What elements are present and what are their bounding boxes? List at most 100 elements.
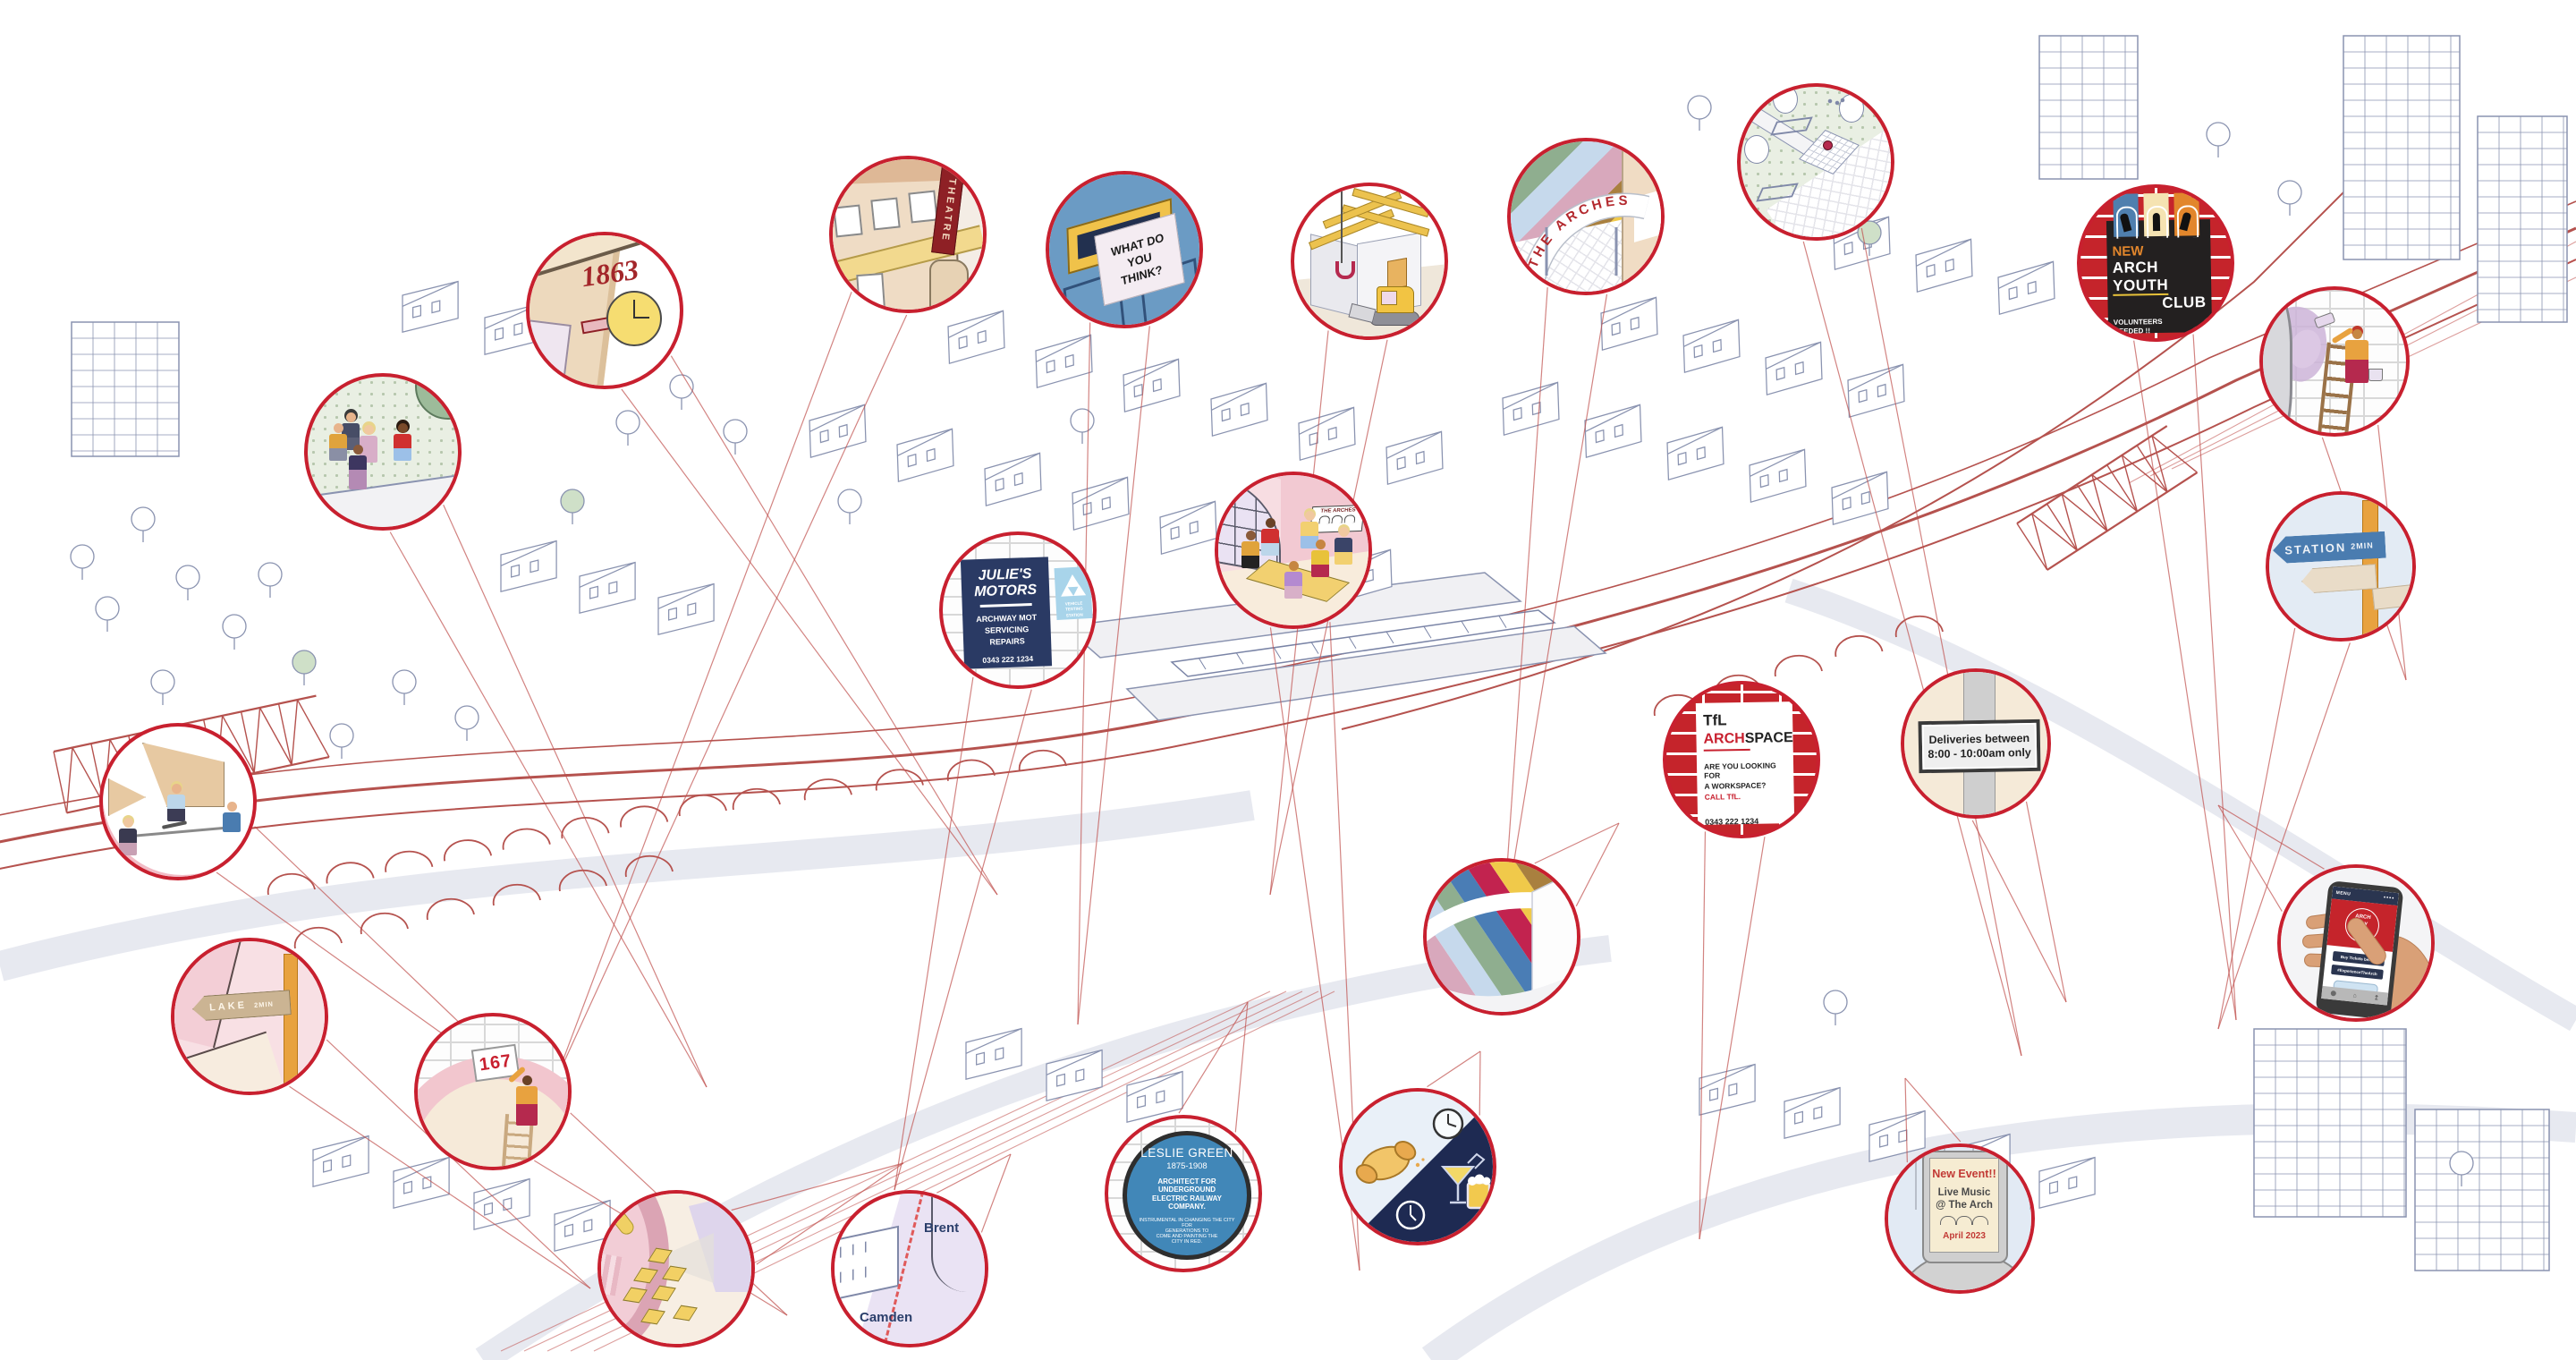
- callout-leslie-green: LESLIE GREEN 1875-1908 ARCHITECT FOR UND…: [1105, 1115, 1262, 1272]
- person: [394, 423, 411, 461]
- station-arrow-text: STATION: [2284, 540, 2347, 557]
- mot-triangle-icon: [1072, 584, 1087, 596]
- mot-triangle-icon: [1060, 585, 1074, 597]
- attendee: [1301, 511, 1318, 548]
- wall-poster-title: THE ARCHES: [1320, 507, 1356, 514]
- bay-kiosk: [929, 259, 969, 310]
- house-window: [1387, 258, 1407, 290]
- nav-icon: ⌂: [2352, 992, 2358, 999]
- blank-panel: [2371, 583, 2412, 610]
- digger-cab: [1381, 291, 1397, 305]
- attendee: [1241, 531, 1259, 568]
- menu-dots-icon: ••••: [2383, 895, 2395, 902]
- callout-skatepark: [99, 723, 257, 880]
- archspace-poster: TfL ARCHSPACE ARE YOU LOOKING FOR A WORK…: [1695, 701, 1795, 827]
- deliveries-line: Deliveries between: [1928, 732, 2030, 746]
- event-headline: New Event!!: [1932, 1168, 1996, 1180]
- julies-name: JULIE'S: [978, 565, 1032, 584]
- blue-plaque: LESLIE GREEN 1875-1908 ARCHITECT FOR UND…: [1123, 1131, 1251, 1260]
- plaque-legacy: GENERATIONS TO: [1165, 1228, 1209, 1234]
- poster-arch-sketch: [1331, 514, 1343, 524]
- poster-arch-sketch: [1343, 514, 1356, 523]
- callout-families: [304, 373, 462, 531]
- divider: [1703, 748, 1750, 752]
- callout-youth-club: NEW ARCH YOUTH CLUB VOLUNTEERS NEEDED !!…: [2077, 184, 2234, 342]
- clock-hand-hour: [633, 317, 649, 319]
- julies-service: SERVICING: [984, 625, 1030, 635]
- julies-service: REPAIRS: [989, 636, 1025, 647]
- mot-sign: VEHICLE TESTING STATION: [1054, 565, 1093, 621]
- callout-station-sign: STATION 2MIN: [2266, 491, 2416, 642]
- poster-arch-sketch: [1318, 515, 1331, 524]
- event-line: Live Music: [1937, 1187, 1991, 1198]
- painter: [2345, 329, 2368, 383]
- path: [308, 470, 458, 527]
- borough-label-north: Brent: [924, 1220, 960, 1236]
- plaque-legacy: COME AND PAINTING THE: [1156, 1234, 1218, 1239]
- callout-arches-gateway: THE ARCHES: [1507, 138, 1665, 295]
- youth-club-youth: YOUTH: [2113, 276, 2169, 296]
- callout-arch-cinema: [597, 1190, 755, 1347]
- arch-ring: [103, 727, 253, 877]
- croissant-icon: [1355, 1141, 1425, 1184]
- app-menu-label: MENU: [2335, 889, 2351, 897]
- app-button: #ExperienceTheArch: [2331, 964, 2384, 980]
- tfl-label: TfL: [1702, 711, 1727, 729]
- deliveries-line: 8:00 - 10:00am only: [1928, 745, 2031, 761]
- youth-club-poster: NEW ARCH YOUTH CLUB VOLUNTEERS NEEDED !!…: [2106, 192, 2213, 336]
- digger-tracks: [1369, 311, 1419, 326]
- clock-year: 1863: [579, 252, 641, 293]
- callout-deliveries: Deliveries between 8:00 - 10:00am only: [1901, 668, 2051, 819]
- skateboarder: [167, 784, 185, 821]
- callout-event-poster: New Event!! Live Music @ The Arch April …: [1885, 1143, 2035, 1294]
- youth-club-new: NEW: [2112, 243, 2144, 259]
- callout-rainbow-mural: [1423, 858, 1580, 1016]
- deliveries-sign: Deliveries between 8:00 - 10:00am only: [1918, 718, 2041, 774]
- archspace-call: CALL TfL.: [1704, 792, 1741, 802]
- phone: MENU •••• ARCH DAY 2021 Buy Tickets belo…: [2315, 880, 2404, 1018]
- picnicker: [1823, 140, 1833, 150]
- attendee: [1261, 518, 1279, 556]
- crane-hook-icon: [1335, 261, 1355, 279]
- event-line: @ The Arch: [1936, 1200, 1993, 1211]
- window: [908, 190, 938, 224]
- arch-panel-orange: [2174, 192, 2200, 238]
- installer: [516, 1075, 538, 1126]
- julies-service: ARCHWAY MOT: [976, 612, 1038, 625]
- callout-graffiti-painter: [2259, 286, 2410, 437]
- plaque-name: LESLIE GREEN: [1140, 1146, 1233, 1160]
- arch-panel-cream: [2143, 192, 2170, 239]
- app-button-label: #ExperienceTheArch: [2336, 967, 2377, 977]
- youth-club-arch: ARCH: [2112, 259, 2159, 276]
- callout-theatre: THEATRE: [829, 156, 987, 313]
- tree: [1773, 87, 1798, 114]
- plaque-role: ARCHITECT FOR UNDERGROUND: [1157, 1177, 1216, 1194]
- onlooker: [119, 818, 137, 855]
- arches-doodle: [1940, 1216, 1988, 1225]
- event-poster-panel: New Event!! Live Music @ The Arch April …: [1929, 1158, 1999, 1253]
- callout-clock-1863: 1863: [526, 232, 683, 389]
- attendee: [1284, 561, 1302, 599]
- plaque-legacy: CITY IN RED.: [1171, 1239, 1203, 1245]
- theatre-sign-text: THEATRE: [939, 177, 958, 243]
- archspace-q2: A WORKSPACE?: [1704, 780, 1767, 791]
- window: [833, 204, 863, 238]
- callout-julies-motors: JULIE'S MOTORS ARCHWAY MOT SERVICING REP…: [939, 531, 1097, 689]
- plaque-role: ELECTRIC RAILWAY COMPANY.: [1152, 1194, 1222, 1211]
- archspace-phone: 0343 222 1234: [1705, 816, 1759, 827]
- building-windows: [836, 1239, 876, 1259]
- archspace-space: SPACE: [1744, 730, 1793, 746]
- julies-phone: 0343 222 1234: [982, 653, 1034, 665]
- person: [329, 423, 347, 461]
- window: [530, 318, 572, 386]
- callout-park: [1737, 83, 1894, 241]
- digger-body: [1377, 286, 1414, 313]
- tree-canopy: [415, 377, 458, 420]
- callout-lake-sign: LAKE 2MIN: [171, 938, 328, 1095]
- mot-caption: STATION: [1065, 612, 1083, 618]
- arch-panel-blue: [2113, 193, 2140, 239]
- dancer-silhouette: [2152, 212, 2161, 232]
- youth-club-needed: NEEDED !!: [2113, 327, 2151, 336]
- app-nav-bar: ⌂ ↥: [2321, 985, 2389, 1006]
